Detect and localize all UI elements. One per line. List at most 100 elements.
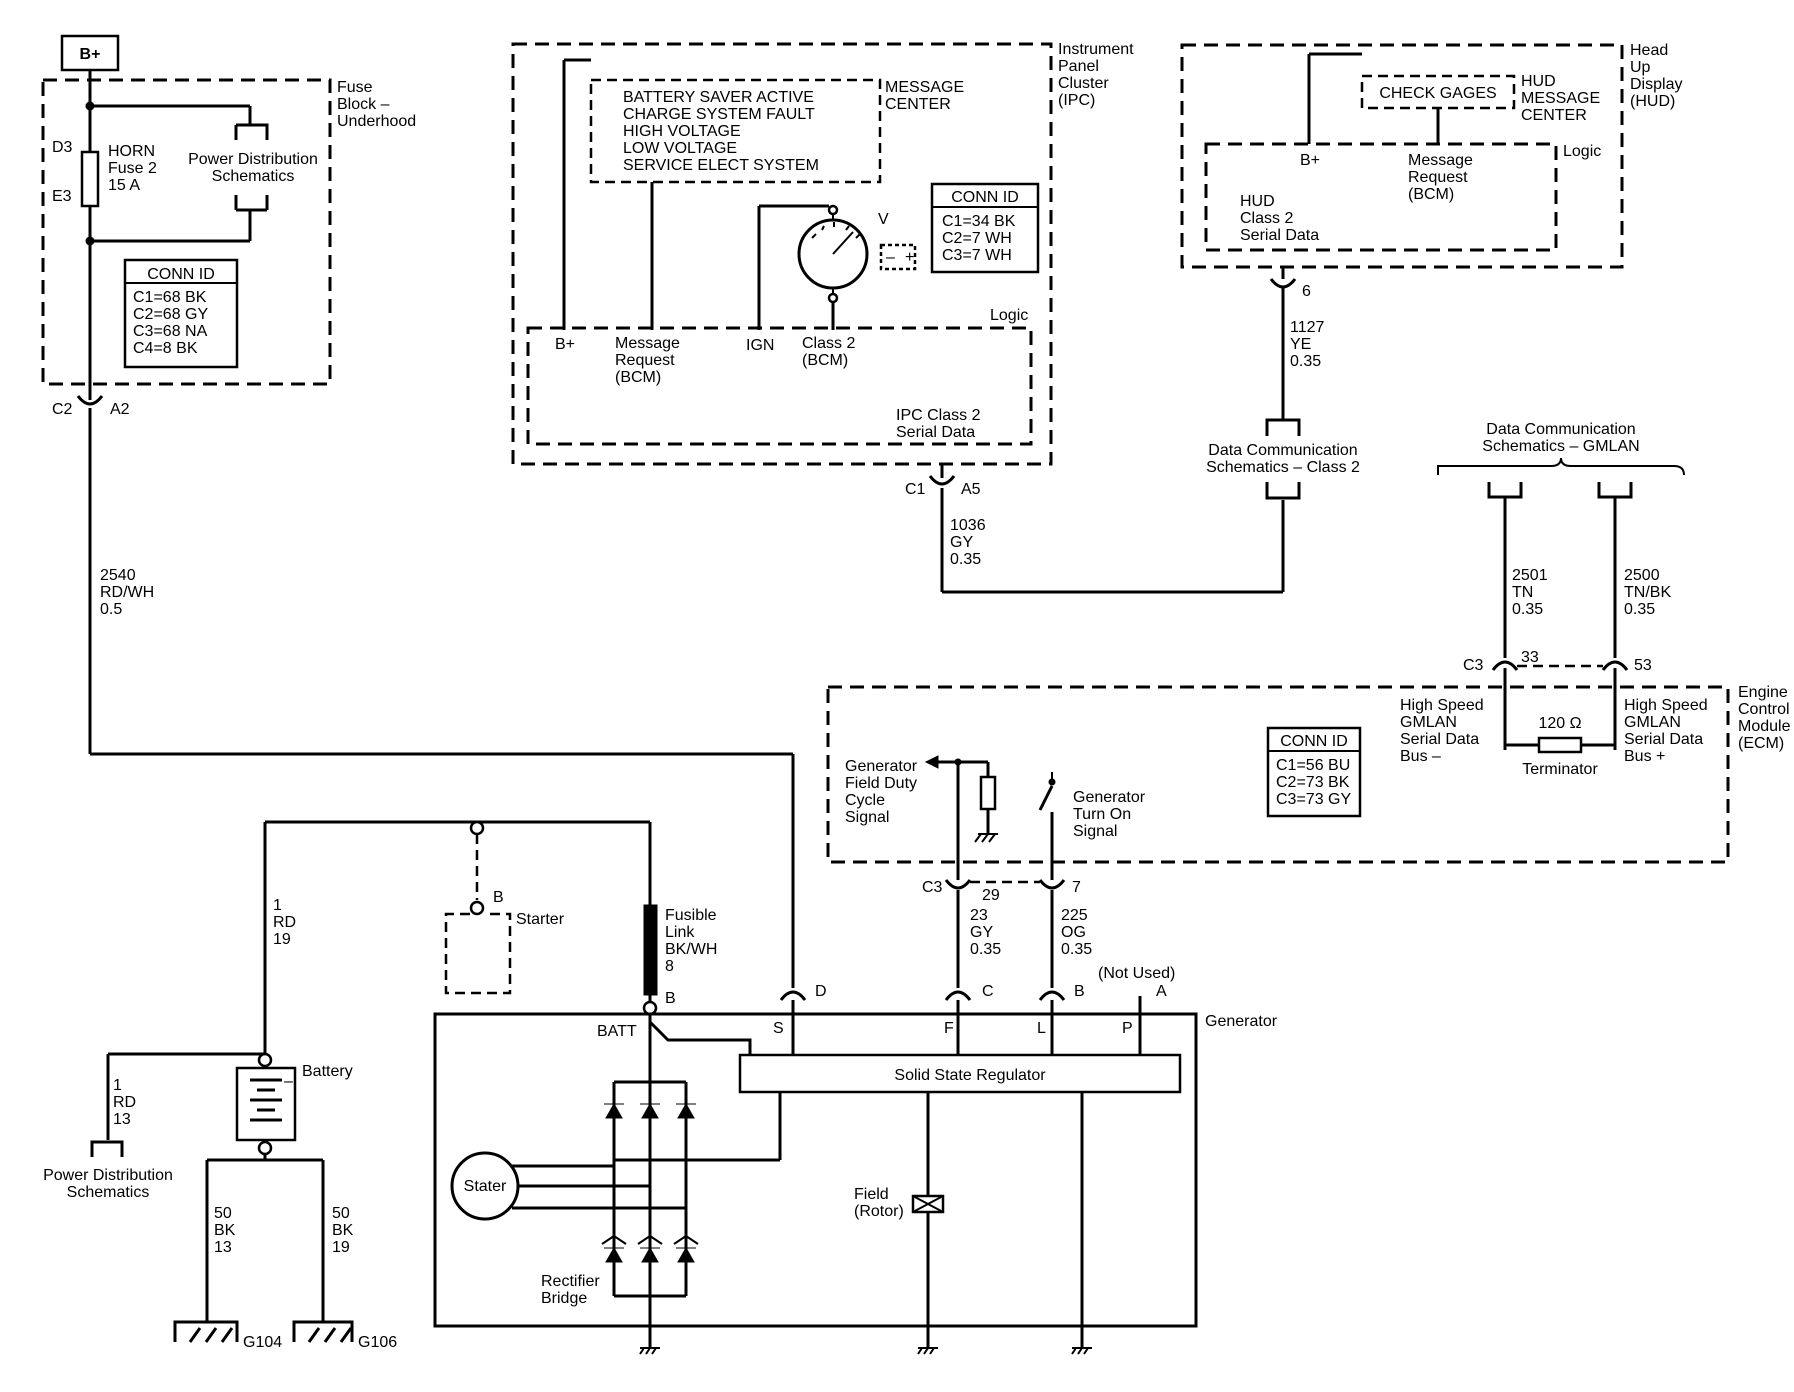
svg-text:(Not Used): (Not Used) <box>1098 965 1175 982</box>
svg-text:C1=68 BK: C1=68 BK <box>133 289 207 306</box>
svg-text:BATT: BATT <box>597 1023 637 1040</box>
svg-text:2501: 2501 <box>1512 567 1548 584</box>
wire-225-label: 225 OG 0.35 <box>1061 907 1092 958</box>
svg-text:Field Duty: Field Duty <box>845 775 917 792</box>
svg-text:Serial Data: Serial Data <box>1240 227 1319 244</box>
wire-1rd13-label: 1 RD 13 <box>113 1077 136 1128</box>
terminator-ohm: 120 Ω <box>1538 715 1581 732</box>
svg-text:CENTER: CENTER <box>1521 107 1587 124</box>
svg-text:Power Distribution: Power Distribution <box>43 1167 173 1184</box>
svg-text:29: 29 <box>982 887 1000 904</box>
svg-text:Turn On: Turn On <box>1073 806 1131 823</box>
svg-text:A2: A2 <box>110 401 130 418</box>
svg-text:C2=68 GY: C2=68 GY <box>133 306 208 323</box>
svg-text:V: V <box>878 211 889 228</box>
svg-text:(BCM): (BCM) <box>615 369 661 386</box>
rectifier-label: Rectifier <box>541 1273 600 1290</box>
svg-text:CENTER: CENTER <box>885 96 951 113</box>
svg-text:0.35: 0.35 <box>1512 601 1543 618</box>
svg-text:(HUD): (HUD) <box>1630 93 1675 110</box>
svg-text:A: A <box>1156 983 1167 1000</box>
svg-text:0.35: 0.35 <box>1061 941 1092 958</box>
wire-2500-label: 2500 TN/BK 0.35 <box>1624 567 1671 618</box>
conn-id-ecm: CONN ID C1=56 BU C2=73 BK C3=73 GY <box>1266 726 1362 818</box>
svg-text:RD/WH: RD/WH <box>100 584 154 601</box>
svg-text:GY: GY <box>970 924 993 941</box>
svg-text:Message: Message <box>615 335 680 352</box>
svg-text:Underhood: Underhood <box>337 113 416 130</box>
svg-text:Control: Control <box>1738 701 1790 718</box>
svg-text:HUD: HUD <box>1240 193 1275 210</box>
svg-text:Schematics: Schematics <box>67 1184 150 1201</box>
data-communication-gmlan: Data Communication Schematics – GMLAN <box>1437 421 1685 499</box>
svg-text:Request: Request <box>1408 169 1468 186</box>
svg-text:G106: G106 <box>358 1334 397 1351</box>
svg-text:High Speed: High Speed <box>1624 697 1708 714</box>
svg-text:Cluster: Cluster <box>1058 75 1109 92</box>
starter-component: Starter B <box>444 889 565 995</box>
svg-text:Module: Module <box>1738 718 1791 735</box>
svg-text:Schematics – GMLAN: Schematics – GMLAN <box>1482 438 1639 455</box>
bplus-terminal: B+ <box>60 34 120 72</box>
svg-text:Up: Up <box>1630 59 1651 76</box>
svg-text:C4=8 BK: C4=8 BK <box>133 340 198 357</box>
svg-text:0.5: 0.5 <box>100 601 122 618</box>
svg-text:15 A: 15 A <box>108 177 140 194</box>
svg-text:Class 2: Class 2 <box>1240 210 1293 227</box>
svg-text:0.35: 0.35 <box>1290 353 1321 370</box>
svg-text:C1=56 BU: C1=56 BU <box>1276 757 1350 774</box>
svg-text:BK: BK <box>214 1222 236 1239</box>
svg-text:E3: E3 <box>52 188 72 205</box>
svg-text:A5: A5 <box>961 481 981 498</box>
svg-text:SERVICE ELECT SYSTEM: SERVICE ELECT SYSTEM <box>623 157 819 174</box>
svg-text:D3: D3 <box>52 139 73 156</box>
engine-control-module: Engine Control Module (ECM) C3 33 53 120… <box>826 649 1791 904</box>
conn-id-ipc: CONN ID C1=34 BK C2=7 WH C3=7 WH <box>930 182 1040 274</box>
svg-text:1: 1 <box>273 897 282 914</box>
svg-text:B+: B+ <box>1300 152 1320 169</box>
svg-text:Serial Data: Serial Data <box>1400 731 1479 748</box>
battery: – Battery <box>235 1052 353 1156</box>
svg-text:–: – <box>284 1073 293 1090</box>
horn-fuse-label: HORN <box>108 143 155 160</box>
svg-text:G104: G104 <box>243 1334 282 1351</box>
wire-2540-label: 2540 RD/WH 0.5 <box>100 567 154 618</box>
svg-text:23: 23 <box>970 907 988 924</box>
conn-id-fuse-block: CONN ID C1=68 BK C2=68 GY C3=68 NA C4=8 … <box>123 258 239 369</box>
svg-text:C1=34 BK: C1=34 BK <box>942 213 1016 230</box>
svg-text:C3: C3 <box>1463 657 1484 674</box>
svg-text:B: B <box>665 990 676 1007</box>
svg-text:13: 13 <box>113 1111 131 1128</box>
svg-text:C3=73 GY: C3=73 GY <box>1276 791 1351 808</box>
wire-23-label: 23 GY 0.35 <box>970 907 1001 958</box>
svg-text:MESSAGE: MESSAGE <box>1521 90 1600 107</box>
voltmeter-gauge: V – + <box>797 204 917 304</box>
svg-text:CONN ID: CONN ID <box>1280 733 1348 750</box>
fusible-link-label: Fusible Link BK/WH 8 B <box>665 907 717 1007</box>
svg-text:OG: OG <box>1061 924 1086 941</box>
svg-text:Signal: Signal <box>845 809 889 826</box>
svg-text:GY: GY <box>950 534 973 551</box>
svg-text:(ECM): (ECM) <box>1738 735 1784 752</box>
svg-text:Link: Link <box>665 924 695 941</box>
svg-text:Fuse: Fuse <box>337 79 373 96</box>
svg-text:Bus –: Bus – <box>1400 748 1441 765</box>
svg-text:Instrument: Instrument <box>1058 41 1134 58</box>
svg-text:CONN ID: CONN ID <box>951 189 1019 206</box>
svg-text:LOW VOLTAGE: LOW VOLTAGE <box>623 140 737 157</box>
svg-text:Data Communication: Data Communication <box>1486 421 1635 438</box>
generator-turn-on-switch: Generator Turn On Signal <box>1038 772 1146 880</box>
svg-text:L: L <box>1037 1020 1046 1037</box>
svg-text:TN/BK: TN/BK <box>1624 584 1671 601</box>
svg-text:1127: 1127 <box>1290 319 1325 336</box>
svg-text:BK: BK <box>332 1222 354 1239</box>
svg-text:2500: 2500 <box>1624 567 1660 584</box>
terminator-label: Terminator <box>1522 761 1598 778</box>
svg-text:C3=7 WH: C3=7 WH <box>942 247 1012 264</box>
svg-text:Battery: Battery <box>302 1063 353 1080</box>
wire-1rd19-label: 1 RD 19 <box>273 897 296 948</box>
svg-text:RD: RD <box>273 914 296 931</box>
svg-text:CONN ID: CONN ID <box>147 266 215 283</box>
svg-text:F: F <box>944 1020 954 1037</box>
